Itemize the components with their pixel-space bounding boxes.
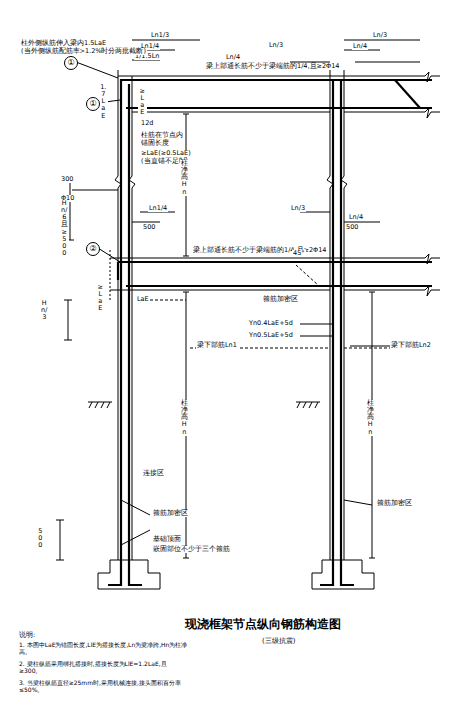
dimension-label: 柱外侧纵筋伸入梁内1.5LaE xyxy=(20,40,107,47)
dimension-label: Hn/6且≥500 xyxy=(60,200,69,257)
dimension-label: 柱净高Hn xyxy=(180,400,189,436)
dimension-label: ≥LaE xyxy=(138,88,147,117)
dimension-label: 嵌固部位不少于三个箍筋 xyxy=(152,546,231,553)
dimension-label: Hn/3 xyxy=(40,300,49,321)
dimension-label: 梁上部通长筋不少于梁端筋的1/4,且≥2Φ14 xyxy=(205,63,341,70)
dimension-label: 12d xyxy=(140,120,154,127)
dimension-label: Ln/4 xyxy=(348,214,364,221)
note-text: 3. 当梁柱纵筋直径≥25mm时,采用机械连接,接头面积百分率≤50%。 xyxy=(18,680,190,694)
dimension-label: 1.7LaE xyxy=(99,84,108,120)
dimension-label: LaE xyxy=(136,296,150,303)
dimension-label: Yn0.4LaE+5d xyxy=(248,320,294,327)
dimension-label: Ln/4 xyxy=(352,43,368,50)
drawing-caption: (三级抗震) xyxy=(262,636,295,646)
dimension-label: 300 xyxy=(60,176,74,183)
dimension-label: 说明: xyxy=(18,632,36,639)
dimension-label: 500 xyxy=(345,224,359,231)
dimension-label: 柱净高Hn xyxy=(366,400,375,436)
dimension-label: 梁上部通长筋不少于梁端筋的1/4,且≥2Φ14 xyxy=(192,247,328,254)
dimension-label: ≥LaE(≥0.5LaE) xyxy=(140,150,192,157)
callout-circle: ① xyxy=(86,97,100,111)
dimension-label: 柱净高Hn xyxy=(180,160,189,196)
dimension-label: Ln/3 xyxy=(290,205,306,212)
dimension-label: 基础顶面 xyxy=(152,536,182,543)
dimension-label: Ln/3 xyxy=(268,42,284,49)
callout-circle: ① xyxy=(64,56,78,70)
dimension-label: (当外侧纵筋配筋率>1.2%时分两批截断) xyxy=(20,48,147,55)
callout-circle: ② xyxy=(86,242,100,256)
note-text: 2. 梁柱纵筋采用绑扎搭接时,搭接长度为LlE=1.2LaE,且≥300。 xyxy=(18,661,190,675)
dimension-label: 梁下部筋Ln1 xyxy=(196,342,238,349)
dimension-label: Yn0.5LaE+5d xyxy=(248,332,294,339)
dimension-label: 500 xyxy=(142,224,156,231)
callout-number: ① xyxy=(67,59,74,67)
dimension-label: 500 xyxy=(36,528,45,549)
dimension-label: 45° xyxy=(292,250,306,257)
drawing-title: 现浇框架节点纵向钢筋构造图 xyxy=(185,616,341,633)
callout-number: ① xyxy=(89,100,96,108)
dimension-label: 箍筋加密区 xyxy=(376,500,413,507)
dimension-label: ≥LaE xyxy=(96,284,105,313)
dimension-label: Ln1/3 xyxy=(150,32,170,39)
dimension-label: 锚固长度 xyxy=(140,140,170,147)
dimension-label: Ln1/4 xyxy=(148,205,168,212)
dimension-label: 梁下部筋Ln2 xyxy=(390,342,432,349)
dimension-label: 箍筋加密区 xyxy=(262,296,299,303)
dimension-label: 连接区 xyxy=(142,470,165,477)
dimension-label: Ln/4 xyxy=(225,54,241,61)
dimension-label: 柱筋在节点内 xyxy=(140,132,184,139)
dimension-label: Ln/3 xyxy=(372,32,388,39)
callout-number: ② xyxy=(89,245,96,253)
note-text: 1. 本图中LaE为锚固长度,LlE为搭接长度,Ln为梁净跨,Hn为柱净高。 xyxy=(18,642,190,656)
dimension-label: 箍筋加密区 xyxy=(152,510,189,517)
